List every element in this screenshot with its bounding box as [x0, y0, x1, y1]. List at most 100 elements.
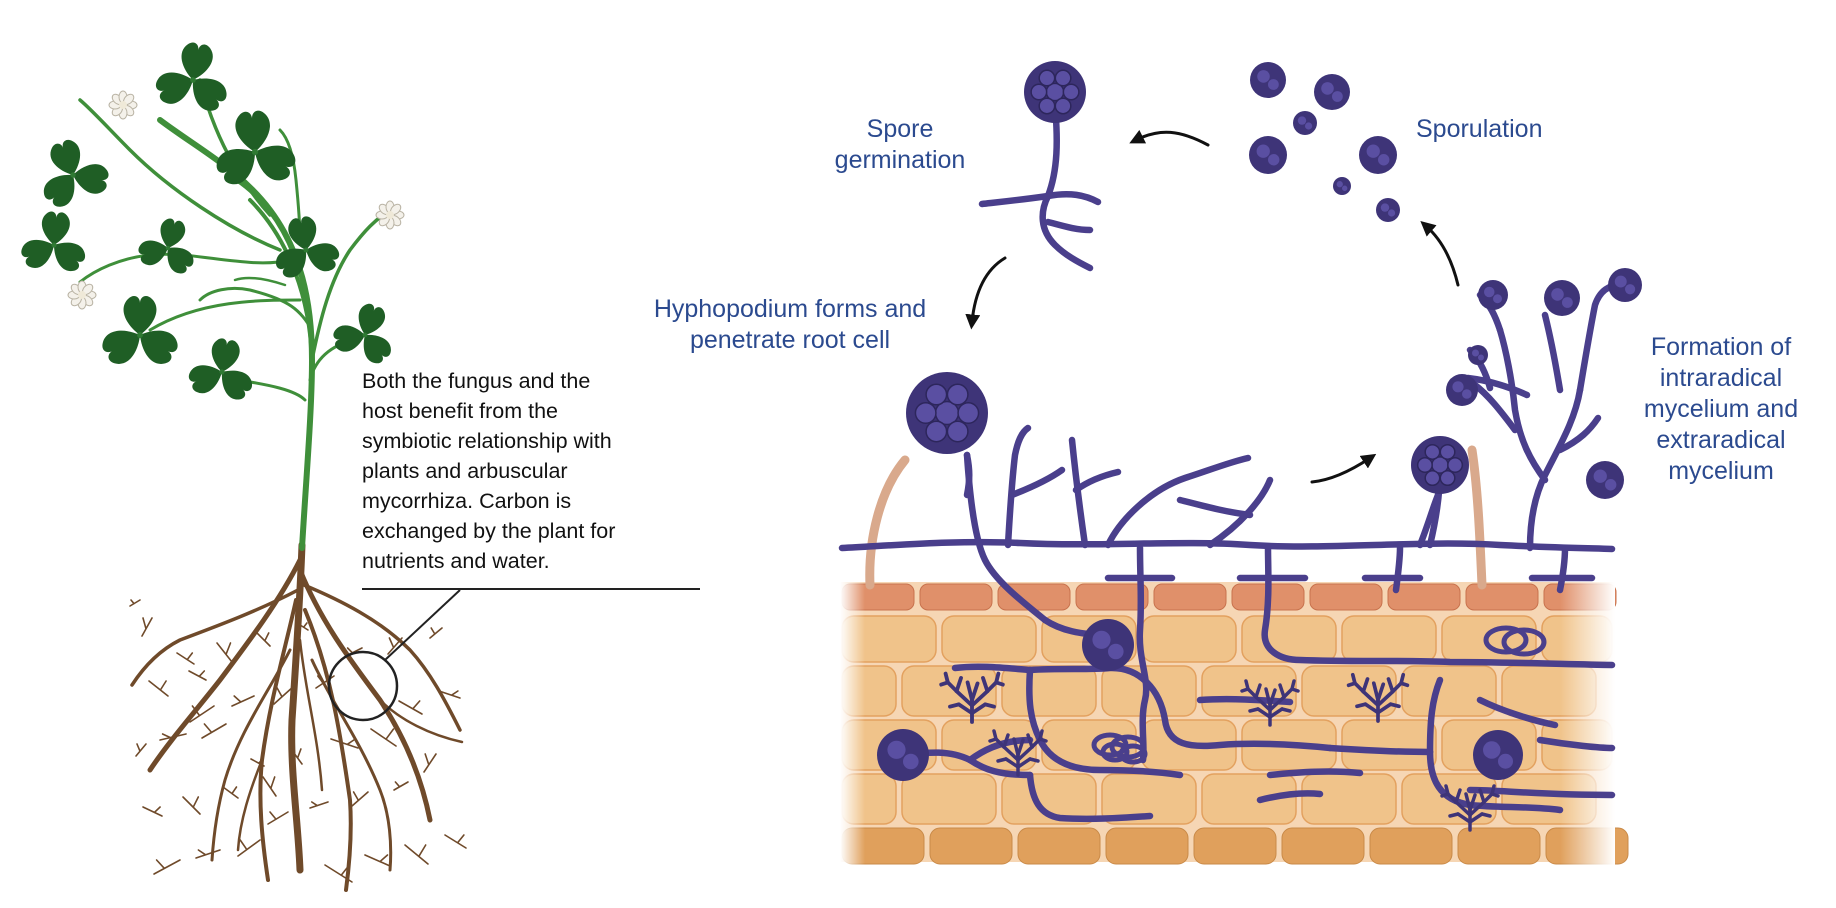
arbuscule-branch — [1363, 702, 1380, 715]
rootlet — [387, 637, 403, 655]
leaflet — [216, 149, 255, 185]
spore-nucleus — [1108, 643, 1124, 660]
curved-arrow-icon — [1129, 129, 1210, 147]
stem — [233, 276, 287, 287]
leaflet — [160, 218, 186, 248]
spore-nucleus — [1038, 97, 1056, 115]
spore-nucleus — [1439, 443, 1456, 460]
arbuscule-branch — [1480, 812, 1492, 818]
spore-nucleus — [903, 753, 919, 770]
cortex-cell — [941, 615, 1037, 663]
root-branch — [302, 583, 462, 732]
arbuscule-branch — [1376, 702, 1393, 715]
arbuscule-branch — [954, 689, 974, 708]
spore-nucleus — [925, 420, 948, 443]
arbuscule-branch — [1254, 683, 1262, 699]
root-branch — [298, 638, 324, 792]
curved-arrow-icon — [1310, 453, 1377, 484]
hypha — [1026, 666, 1184, 779]
rootlet — [182, 796, 201, 815]
arbuscule-icon — [1240, 679, 1300, 727]
spore-icon — [1446, 374, 1478, 406]
leaflet — [41, 211, 70, 245]
spore-icon — [1376, 198, 1400, 222]
clover-leaf-icon — [276, 216, 340, 278]
arbuscule-branch — [1256, 707, 1272, 719]
hypha — [1008, 466, 1066, 499]
spore-nucleus — [1562, 297, 1573, 308]
rootlet — [201, 723, 227, 739]
hypha — [1556, 544, 1569, 594]
arbuscule-branch — [1376, 689, 1395, 708]
hypha — [1256, 790, 1324, 804]
root-branch — [210, 648, 292, 862]
spore-nucleus — [1380, 203, 1390, 212]
hypha — [1426, 676, 1444, 756]
arbuscule-branch — [1016, 745, 1034, 762]
rootlet — [250, 758, 265, 767]
arbuscule-branch — [1386, 677, 1395, 694]
spore-icon — [1586, 461, 1624, 499]
spore-nucleus — [1336, 181, 1343, 188]
clover-leaf-icon — [333, 303, 391, 364]
cortex-cell — [1301, 773, 1397, 825]
rootlet — [290, 748, 303, 765]
curved-arrow-icon — [965, 256, 1007, 330]
spore-icon — [877, 729, 929, 781]
endodermis-cell — [1281, 827, 1365, 865]
root-branch — [236, 758, 264, 852]
arbuscule-branch — [954, 676, 963, 694]
spore-icon — [1249, 136, 1287, 174]
flower-center — [119, 101, 127, 109]
spore-nucleus — [946, 383, 969, 406]
leaflet — [181, 42, 213, 80]
tissue-fade-right — [1560, 580, 1615, 880]
spore-icon — [1359, 136, 1397, 174]
cortex-cell — [1001, 665, 1097, 717]
leaflet — [358, 303, 385, 335]
rootlet — [231, 695, 255, 707]
spore-nucleus — [1030, 83, 1048, 101]
endodermis-cell — [1105, 827, 1189, 865]
cortex-cell — [1001, 773, 1097, 825]
leaf-center — [137, 332, 143, 338]
root-cells — [840, 582, 1629, 865]
arbuscule-branch — [1290, 679, 1296, 691]
hypha — [1496, 326, 1549, 484]
rootlet — [444, 834, 467, 849]
label-hyphopodium: Hyphopodium forms and penetrate root cel… — [653, 295, 927, 354]
callout-line — [384, 589, 461, 661]
leaflet — [73, 164, 109, 194]
spore-icon — [1478, 280, 1508, 310]
hypha — [1039, 101, 1094, 272]
label-sporulation: Sporulation — [1416, 115, 1543, 143]
leaflet — [235, 110, 270, 152]
spore-nucleus — [1268, 79, 1279, 90]
arbuscule-branch — [943, 671, 950, 685]
spore-nucleus — [1498, 753, 1513, 769]
flower-center — [386, 211, 394, 219]
rootlet — [393, 781, 409, 791]
arbuscule-branch — [1456, 812, 1472, 824]
magnifier-circle-icon — [327, 650, 399, 722]
arbuscule-branch — [1002, 733, 1010, 749]
stem — [198, 286, 314, 332]
spore-icon — [1468, 345, 1488, 365]
clover-leaf-icon — [138, 218, 194, 274]
stem — [233, 178, 272, 217]
spore-icon — [1544, 280, 1580, 316]
arbuscule-branch — [1444, 784, 1450, 796]
leaflet — [43, 174, 75, 207]
endodermis-cell — [1017, 827, 1101, 865]
rootlet — [176, 652, 195, 665]
spore-nucleus — [1342, 185, 1348, 191]
cortex-cell — [1341, 615, 1437, 663]
arbuscule-branch — [981, 676, 990, 694]
arbuscule-branch — [983, 702, 996, 709]
spore-nucleus — [946, 420, 969, 443]
spore-nucleus — [1462, 389, 1472, 399]
epidermis-cell — [1465, 583, 1539, 611]
arbuscule-branch — [970, 681, 980, 702]
arbuscule-branch — [1268, 707, 1284, 719]
rootlet — [188, 670, 207, 681]
